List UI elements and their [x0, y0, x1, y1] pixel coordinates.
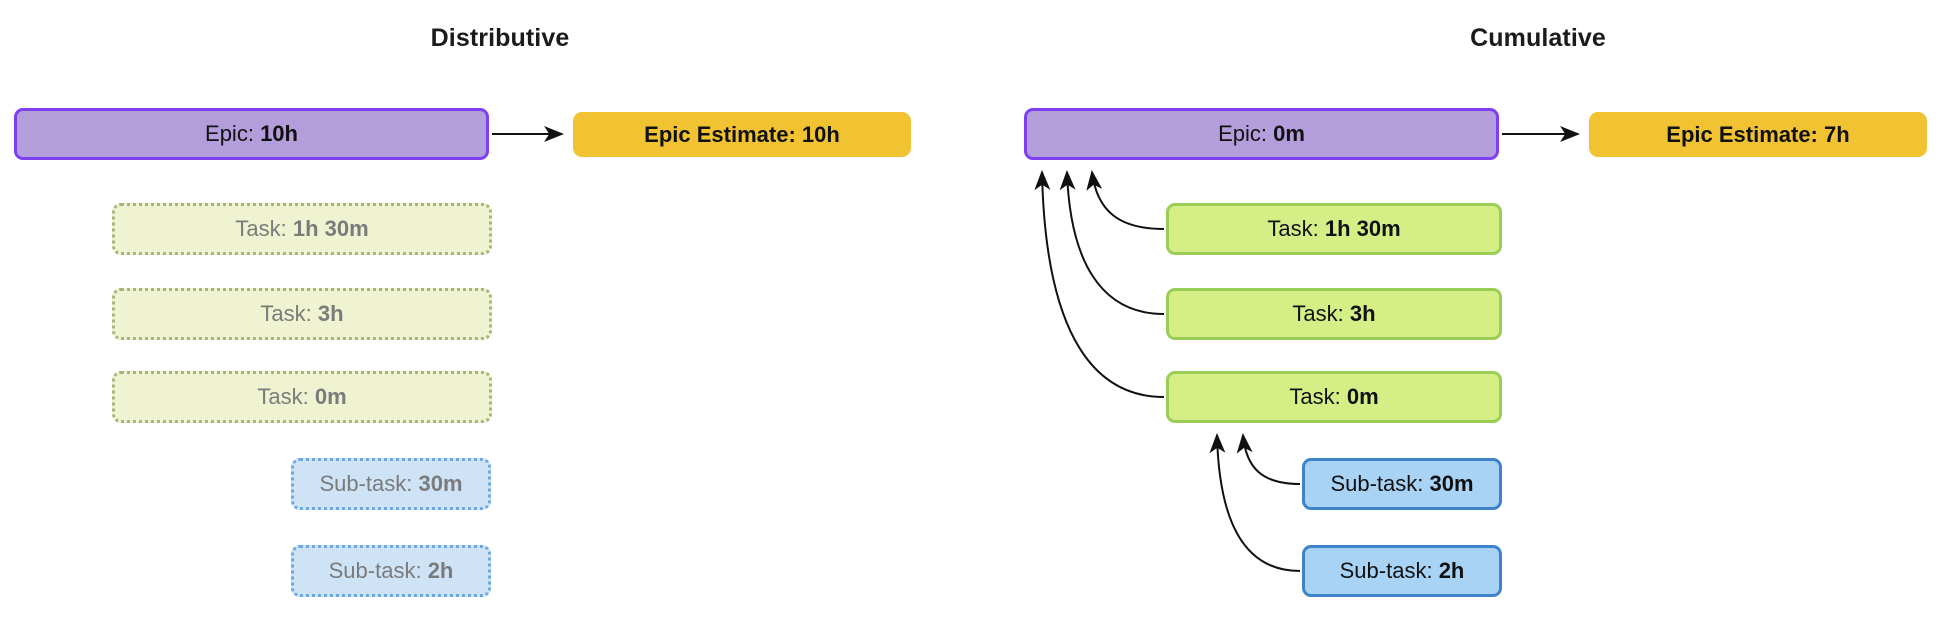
node-value: 1h 30m: [292, 216, 369, 241]
node-c-sub-2[interactable]: Sub-task: 2h: [1302, 545, 1502, 597]
node-c-task-2[interactable]: Task: 3h: [1166, 288, 1502, 340]
node-label: Task:: [260, 301, 312, 326]
node-label: Sub-task:: [319, 471, 413, 496]
node-d-sub-2[interactable]: Sub-task: 2h: [291, 545, 491, 597]
node-value: 3h: [317, 301, 344, 326]
node-label: Task:: [257, 384, 309, 409]
edge-cumulative-task2-to-epic: [1059, 170, 1165, 315]
node-value: 0m: [1273, 121, 1305, 146]
node-value: 10h: [260, 121, 298, 146]
node-c-task-3[interactable]: Task: 0m: [1166, 371, 1502, 423]
node-d-task-3[interactable]: Task: 0m: [112, 371, 492, 423]
node-label: Epic:: [205, 121, 254, 146]
node-value: 3h: [1349, 301, 1376, 326]
node-value: 2h: [1438, 558, 1465, 583]
node-d-estimate[interactable]: Epic Estimate: 10h: [573, 112, 911, 157]
node-value: 0m: [314, 384, 347, 409]
node-value: 2h: [427, 558, 454, 583]
node-label: Epic Estimate:: [1666, 121, 1818, 147]
node-label: Task:: [1289, 384, 1341, 409]
node-label: Sub-task:: [1339, 558, 1433, 583]
edge-cumulative-task3-to-epic: [1034, 170, 1165, 398]
edge-cumulative-task1-to-epic: [1086, 170, 1165, 230]
node-d-task-1[interactable]: Task: 1h 30m: [112, 203, 492, 255]
node-label: Sub-task:: [1330, 471, 1424, 496]
node-value: 30m: [418, 471, 463, 496]
edge-cumulative-subtask2-to-task3: [1209, 433, 1301, 572]
column-title-cumulative: Cumulative: [1470, 24, 1606, 52]
node-c-sub-1[interactable]: Sub-task: 30m: [1302, 458, 1502, 510]
node-value: 7h: [1824, 121, 1850, 147]
column-title-distributive: Distributive: [430, 24, 570, 52]
node-label: Task:: [235, 216, 287, 241]
node-label: Task:: [1292, 301, 1344, 326]
edge-cumulative-subtask1-to-task3: [1236, 433, 1301, 485]
node-d-task-2[interactable]: Task: 3h: [112, 288, 492, 340]
node-c-task-1[interactable]: Task: 1h 30m: [1166, 203, 1502, 255]
node-c-epic[interactable]: Epic: 0m: [1024, 108, 1499, 160]
node-value: 0m: [1346, 384, 1379, 409]
node-label: Sub-task:: [328, 558, 422, 583]
node-c-estimate[interactable]: Epic Estimate: 7h: [1589, 112, 1927, 157]
node-d-sub-1[interactable]: Sub-task: 30m: [291, 458, 491, 510]
node-value: 30m: [1429, 471, 1474, 496]
node-label: Epic:: [1218, 121, 1267, 146]
node-label: Epic Estimate:: [644, 121, 796, 147]
node-value: 10h: [801, 121, 840, 147]
node-value: 1h 30m: [1324, 216, 1401, 241]
node-d-epic[interactable]: Epic: 10h: [14, 108, 489, 160]
node-label: Task:: [1267, 216, 1319, 241]
